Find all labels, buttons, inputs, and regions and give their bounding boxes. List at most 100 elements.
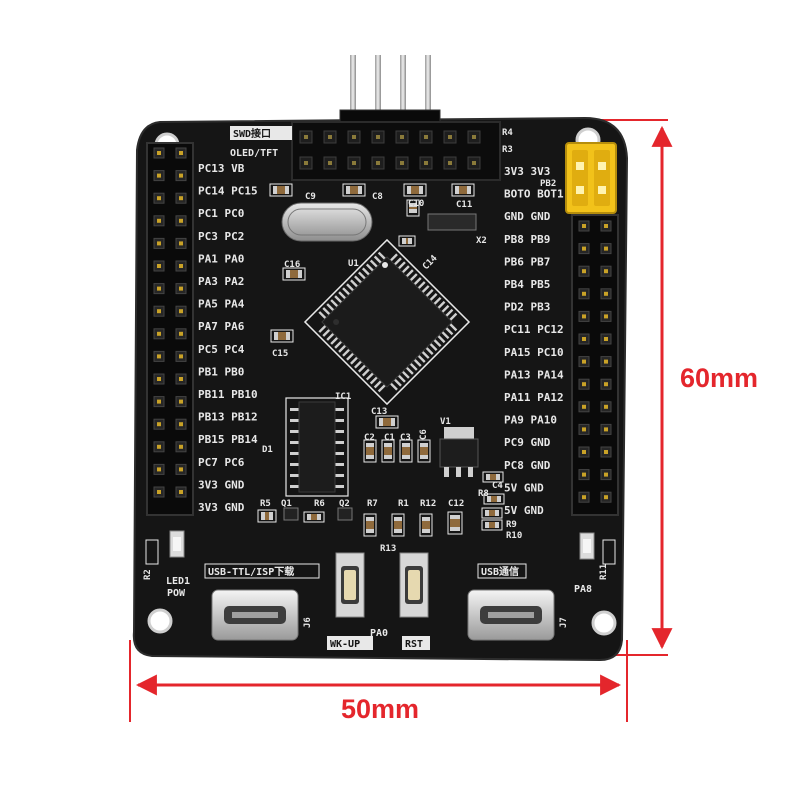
pin-label: 5V GND xyxy=(504,504,544,517)
usb-ttl-label-box xyxy=(204,563,320,579)
component-label-r13: R13 xyxy=(380,544,396,554)
component-label-r5: R5 xyxy=(260,499,271,509)
usb-comm-label-box xyxy=(477,563,527,579)
rst-button[interactable] xyxy=(399,552,429,618)
usb-ttl-label: USB-TTL/ISP下载 xyxy=(208,565,294,578)
transistor-q2 xyxy=(337,507,353,521)
pin-label: PC3 PC2 xyxy=(198,230,244,243)
led-pa8 xyxy=(579,532,595,560)
component-label-r6: R6 xyxy=(314,499,325,509)
component-label-r9: R9 xyxy=(506,520,517,530)
r11-resistor xyxy=(602,539,616,565)
rtc-crystal xyxy=(427,213,477,231)
right-header-pins xyxy=(578,220,612,503)
led1-power-led xyxy=(169,530,185,558)
pin-label: PC11 PC12 xyxy=(504,323,564,336)
pin-label: PC5 PC4 xyxy=(198,343,245,356)
x2-label: X2 xyxy=(476,236,487,246)
pin-label: PC14 PC15 xyxy=(198,185,258,198)
v1-label: V1 xyxy=(440,417,451,427)
pin-label: 3V3 3V3 xyxy=(504,165,550,178)
pin-label: 3V3 GND xyxy=(198,501,245,514)
component-label-c12: C12 xyxy=(448,499,464,509)
component-label-r7: R7 xyxy=(367,499,378,509)
component-label-r11: R11 xyxy=(599,564,609,580)
component-label-r8: R8 xyxy=(478,489,489,499)
pin-label: PA1 PA0 xyxy=(198,252,244,265)
pin-label: 5V GND xyxy=(504,481,544,494)
wk-up-label: WK-UP xyxy=(330,639,360,650)
pin-label: PA9 PA10 xyxy=(504,414,557,427)
usb-comm-port[interactable] xyxy=(467,589,555,641)
swd-pins xyxy=(339,55,441,131)
component-label-c9: C9 xyxy=(305,192,316,202)
pow-label: POW xyxy=(167,588,186,599)
crystal-oscillator xyxy=(281,202,373,242)
led1-label: LED1 xyxy=(166,576,190,587)
ic1-label: IC1 xyxy=(335,392,351,402)
wk-up-button[interactable] xyxy=(335,552,365,618)
component-label-c10: C10 xyxy=(408,199,424,209)
dimension-annotations: 60mm 50mm xyxy=(129,119,758,724)
pin-label: PC7 PC6 xyxy=(198,456,245,469)
swd-label-box xyxy=(230,126,292,140)
wk-up-label-box xyxy=(327,636,373,650)
height-dimension-label: 60mm xyxy=(680,363,758,393)
component-label-c16: C16 xyxy=(284,260,300,270)
transistor-q1 xyxy=(283,507,299,521)
pin-label: PC8 GND xyxy=(504,459,551,472)
usb-comm-label: USB通信 xyxy=(481,565,519,578)
pb2-label: PB2 xyxy=(540,179,556,189)
component-label-r2: R2 xyxy=(143,569,153,580)
pin-label: PC1 PC0 xyxy=(198,207,244,220)
swd-label: SWD接口 xyxy=(233,127,271,140)
pin-label: PC9 GND xyxy=(504,436,551,449)
component-label-d1: D1 xyxy=(262,445,273,455)
component-label-c8: C8 xyxy=(372,192,383,202)
component-label-c15: C15 xyxy=(272,349,288,359)
pin-label: 3V3 GND xyxy=(198,478,245,491)
component-label-r12: R12 xyxy=(420,499,436,509)
mcu-chip xyxy=(303,238,471,406)
oled-tft-label: OLED/TFT xyxy=(230,148,278,159)
smd-components xyxy=(257,183,505,537)
ic1-outline xyxy=(285,397,349,497)
left-header-pins xyxy=(153,147,187,498)
usb-ttl-port[interactable] xyxy=(211,589,299,641)
pin-label: PB13 PB12 xyxy=(198,411,258,424)
pin-label: PA7 PA6 xyxy=(198,320,245,333)
rst-label: RST xyxy=(405,639,423,650)
oled-header-pins xyxy=(299,130,481,170)
ic1-chip xyxy=(298,401,336,493)
voltage-regulator xyxy=(439,427,479,477)
pin-label: BOTO BOT1 xyxy=(504,188,564,201)
pin-label: PB8 PB9 xyxy=(504,233,550,246)
component-label-c2: C2 xyxy=(364,433,375,443)
pin-label: PA15 PC10 xyxy=(504,346,564,359)
component-label-q2: Q2 xyxy=(339,499,350,509)
pin-label: PB6 PB7 xyxy=(504,255,550,268)
pin-label: PC13 VB xyxy=(198,162,245,175)
pin-label: PB4 PB5 xyxy=(504,278,550,291)
pin-label: PA3 PA2 xyxy=(198,275,244,288)
component-label-r3: R3 xyxy=(502,145,513,155)
u1-label: U1 xyxy=(348,259,359,269)
boot-jumper[interactable] xyxy=(565,142,617,214)
j6-label: J6 xyxy=(303,617,313,628)
pin-label: PB1 PB0 xyxy=(198,365,244,378)
width-dimension-label: 50mm xyxy=(341,694,419,724)
component-label-c1: C1 xyxy=(384,433,395,443)
component-label-r1: R1 xyxy=(398,499,409,509)
component-label-c4: C4 xyxy=(492,481,503,491)
j7-label: J7 xyxy=(559,617,569,628)
pa8-label: PA8 xyxy=(574,584,592,595)
pin-label: PB11 PB10 xyxy=(198,388,258,401)
mounting-hole-bottom-right xyxy=(591,610,617,636)
component-label-q1: Q1 xyxy=(281,499,292,509)
pin-label: PA13 PA14 xyxy=(504,368,564,381)
component-label-c6: C6 xyxy=(419,429,429,440)
rst-label-box xyxy=(402,636,430,650)
